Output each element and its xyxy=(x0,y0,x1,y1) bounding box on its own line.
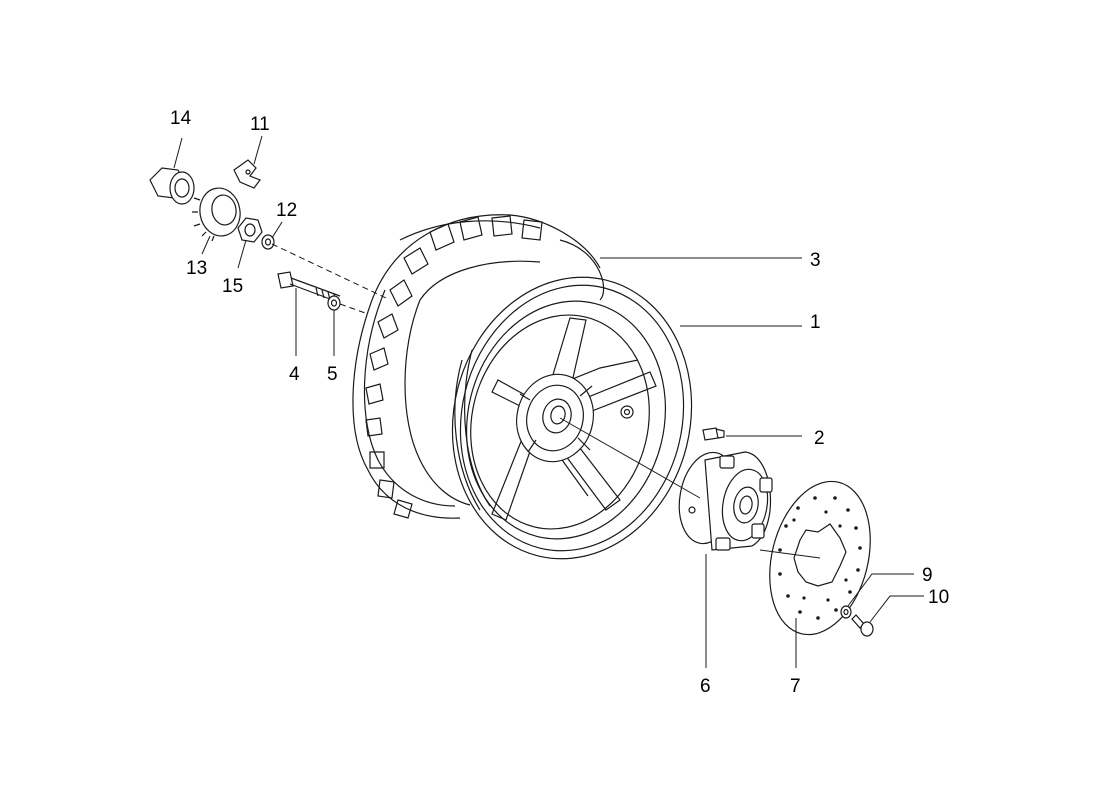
speedometer-drive-ring xyxy=(192,187,241,242)
retaining-clip xyxy=(233,159,261,189)
callout-6: 6 xyxy=(700,676,711,697)
disc-washer xyxy=(840,605,852,619)
tyre xyxy=(352,214,605,519)
tyre-valve xyxy=(620,405,634,419)
callout-7: 7 xyxy=(790,676,801,697)
callout-14: 14 xyxy=(170,108,192,129)
callout-1: 1 xyxy=(810,312,821,333)
wheel-hub xyxy=(516,373,594,463)
callout-10: 10 xyxy=(928,587,949,608)
callout-9: 9 xyxy=(922,565,933,586)
callout-12: 12 xyxy=(276,200,297,221)
callout-labels: 1 2 3 4 5 6 7 9 10 11 12 13 14 15 xyxy=(170,108,949,697)
leader-lines xyxy=(173,135,924,668)
valve-stem xyxy=(702,427,725,441)
disc-bolt xyxy=(851,614,874,637)
callout-4: 4 xyxy=(289,364,300,385)
callout-3: 3 xyxy=(810,250,821,271)
lock-washer xyxy=(261,234,275,250)
axle-washer xyxy=(327,295,341,311)
axle-bolt xyxy=(277,271,341,303)
callout-11: 11 xyxy=(250,114,270,135)
wheel-rim xyxy=(451,276,693,560)
hub-drive-flange xyxy=(678,451,773,551)
hex-nut xyxy=(237,217,263,243)
callout-5: 5 xyxy=(327,364,338,385)
callout-13: 13 xyxy=(186,258,207,279)
assembly-axis-lines xyxy=(271,243,821,559)
axle-nut xyxy=(149,167,195,205)
callout-2: 2 xyxy=(814,428,825,449)
callout-15: 15 xyxy=(222,276,243,297)
